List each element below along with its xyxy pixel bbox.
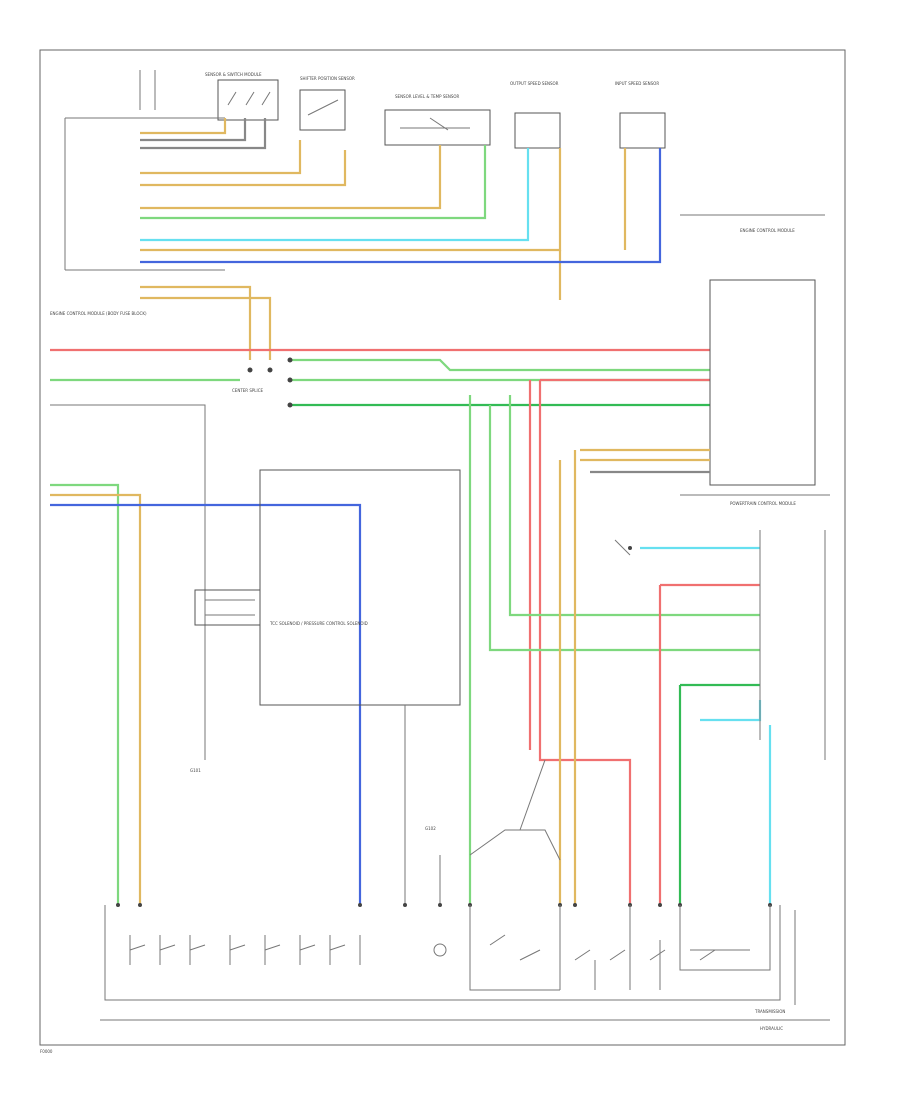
svg-text:G102: G102 — [425, 826, 436, 831]
bottom-transmission-box: TRANSMISSION HYDRAULIC — [100, 903, 830, 1031]
svg-text:TRANSMISSION: TRANSMISSION — [754, 1009, 785, 1014]
center-splice: G102 — [425, 759, 561, 905]
svg-text:SHIFTER POSITION SENSOR: SHIFTER POSITION SENSOR — [300, 76, 355, 81]
center-solenoid-module: TCC SOLENOID / PRESSURE CONTROL SOLENOID… — [190, 469, 461, 905]
bottom-pin-row — [116, 903, 772, 907]
svg-text:OUTPUT SPEED SENSOR: OUTPUT SPEED SENSOR — [510, 81, 559, 86]
svg-text:ENGINE CONTROL MODULE: ENGINE CONTROL MODULE — [740, 228, 795, 233]
left-connector-strip: ENGINE CONTROL MODULE (BODY FUSE BLOCK) — [50, 70, 225, 316]
mid-wire-bus: CENTER SPLICE — [50, 348, 710, 700]
solenoid-row — [129, 935, 447, 965]
left-vertical-wires — [50, 483, 362, 905]
right-engine-module: ENGINE CONTROL MODULE POWERTRAIN CONTROL… — [680, 214, 830, 506]
svg-text:SENSOR LEVEL & TEMP SENSOR: SENSOR LEVEL & TEMP SENSOR — [395, 94, 460, 99]
top-left-module: SENSOR & SWITCH MODULE — [205, 72, 279, 121]
svg-text:SENSOR & SWITCH MODULE: SENSOR & SWITCH MODULE — [205, 72, 262, 77]
page-ref: F0000 — [40, 1049, 53, 1054]
svg-text:ENGINE CONTROL MODULE (BODY FU: ENGINE CONTROL MODULE (BODY FUSE BLOCK) — [50, 311, 147, 316]
diagram-frame — [39, 49, 846, 1046]
svg-text:HYDRAULIC: HYDRAULIC — [760, 1026, 783, 1031]
svg-text:POWERTRAIN CONTROL MODULE: POWERTRAIN CONTROL MODULE — [730, 501, 796, 506]
output-speed-sensor: OUTPUT SPEED SENSOR — [510, 81, 561, 149]
svg-text:INPUT SPEED SENSOR: INPUT SPEED SENSOR — [615, 81, 659, 86]
input-speed-sensor: INPUT SPEED SENSOR — [615, 81, 666, 149]
svg-text:TCC SOLENOID / PRESSURE CONTRO: TCC SOLENOID / PRESSURE CONTROL SOLENOID — [269, 621, 368, 626]
right-switch-panel — [614, 530, 826, 760]
sensor-level-module: SENSOR LEVEL & TEMP SENSOR — [384, 94, 491, 146]
right-drop-wires — [468, 380, 772, 905]
top-wire-bus — [140, 118, 662, 360]
svg-text:CENTER SPLICE: CENTER SPLICE — [232, 388, 263, 393]
shifter-module: SHIFTER POSITION SENSOR — [299, 76, 355, 131]
svg-text:G101: G101 — [190, 768, 201, 773]
switch-group — [469, 905, 771, 991]
